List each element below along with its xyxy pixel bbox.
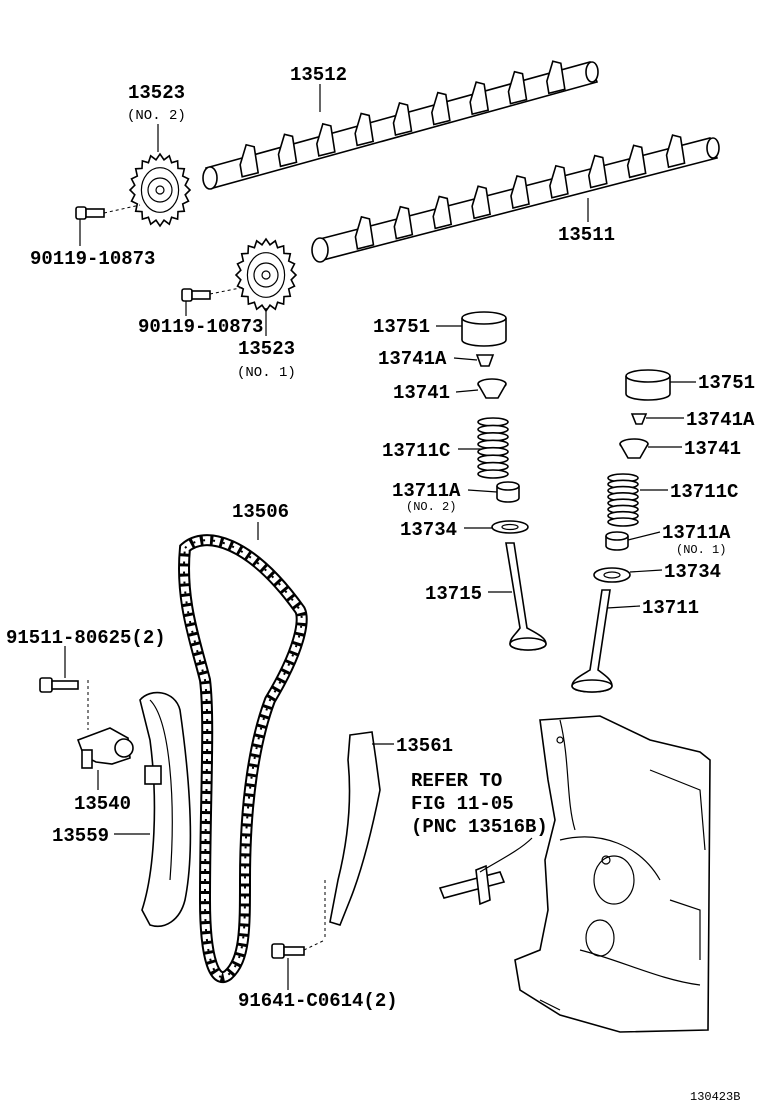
timing-chain	[178, 534, 308, 983]
referenced-part	[438, 864, 506, 906]
refer-line-3: (PNC 13516B)	[411, 816, 548, 838]
label-bolt-lower: 90119-10873	[138, 316, 263, 338]
label-sprocket-no1: 13523	[238, 338, 295, 360]
label-tensioner: 13540	[74, 793, 131, 815]
label-lifter-left: 13751	[373, 316, 430, 338]
refer-line-1: REFER TO	[411, 770, 502, 792]
guide-bolt	[271, 939, 326, 959]
label-seat-right: 13711A	[662, 522, 731, 544]
refer-note: REFER TO FIG 11-05 (PNC 13516B)	[411, 770, 548, 838]
figure-code: 130423B	[690, 1090, 740, 1104]
label-tensioner-bolt: 91511-80625(2)	[6, 627, 166, 649]
leader-lines	[64, 84, 696, 990]
part-labels: 13523 (NO. 2) 13512 90119-10873 13511 90…	[6, 64, 755, 1012]
label-camshaft-no2: 13512	[290, 64, 347, 86]
bolt-lower	[181, 286, 246, 302]
chain-tensioner	[76, 727, 134, 769]
label-guide: 13561	[396, 735, 453, 757]
sprocket-no2	[128, 152, 192, 228]
label-seat-left: 13711A	[392, 480, 461, 502]
label-spring-right: 13711C	[670, 481, 738, 503]
label-guide-bolt: 91641-C0614(2)	[238, 990, 398, 1012]
label-seal-right: 13734	[664, 561, 721, 583]
label-retainer-left: 13741	[393, 382, 450, 404]
label-sprocket-no1-sub: (NO. 1)	[237, 365, 296, 381]
label-spring-left: 13711C	[382, 440, 450, 462]
label-valve-left: 13715	[425, 583, 482, 605]
label-sprocket-no2-sub: (NO. 2)	[127, 108, 186, 124]
engine-block	[514, 715, 711, 1033]
label-keeper-left: 13741A	[378, 348, 447, 370]
sprocket-no1	[234, 237, 298, 313]
valve-assembly-right	[571, 369, 671, 693]
label-seal-left: 13734	[400, 519, 457, 541]
bolt-upper	[75, 204, 141, 220]
label-bolt-upper: 90119-10873	[30, 248, 155, 270]
tensioner-bolt	[39, 677, 89, 730]
label-seat-right-sub: (NO. 1)	[676, 543, 726, 557]
label-lifter-right: 13751	[698, 372, 755, 394]
label-valve-right: 13711	[642, 597, 699, 619]
label-seat-left-sub: (NO. 2)	[406, 500, 456, 514]
label-slipper: 13559	[52, 825, 109, 847]
label-keeper-right: 13741A	[686, 409, 755, 431]
label-camshaft-no1: 13511	[558, 224, 615, 246]
label-retainer-right: 13741	[684, 438, 741, 460]
chain-slipper	[139, 691, 192, 927]
chain-guide	[324, 731, 381, 940]
label-chain: 13506	[232, 501, 289, 523]
valve-assembly-left	[461, 311, 547, 651]
label-sprocket-no2: 13523	[128, 82, 185, 104]
refer-line-2: FIG 11-05	[411, 793, 514, 815]
camshaft-no1	[311, 134, 720, 263]
camshaft-no2	[202, 60, 599, 190]
